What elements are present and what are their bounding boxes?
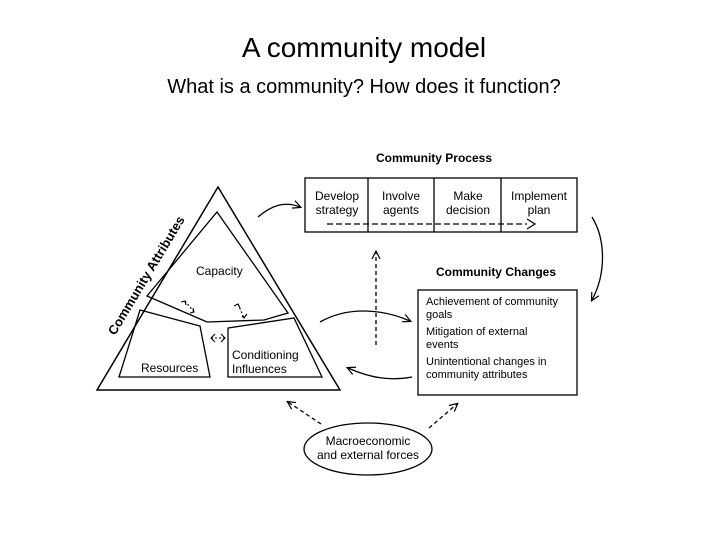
forces-to-attributes-arrow bbox=[288, 402, 322, 425]
page-subtitle: What is a community? How does it functio… bbox=[167, 76, 561, 98]
attributes-triangle: Capacity Resources Conditioning Influenc… bbox=[95, 185, 342, 391]
conditioning-label-1: Conditioning bbox=[232, 348, 299, 362]
forces-ellipse bbox=[303, 422, 433, 476]
community-changes-heading: Community Changes bbox=[436, 265, 556, 279]
changes-to-attributes-arrow bbox=[348, 368, 413, 380]
process-to-changes-arrow bbox=[592, 216, 604, 300]
process-step-involve-1: Involve bbox=[382, 189, 420, 203]
outer-triangle bbox=[95, 185, 342, 391]
attributes-to-changes-arrow bbox=[319, 310, 410, 323]
changes-box bbox=[417, 289, 578, 396]
change-item-1-line1: Achievement of community bbox=[426, 296, 559, 308]
page-title: A community model bbox=[241, 32, 487, 63]
change-item-1-line2: goals bbox=[426, 309, 453, 321]
capacity-resources-arrow bbox=[184, 300, 195, 313]
process-step-make-1: Make bbox=[453, 189, 483, 203]
external-forces: Macroeconomic and external forces bbox=[303, 422, 433, 476]
process-step-implement-1: Implement bbox=[511, 189, 568, 203]
process-step-make-2: decision bbox=[446, 203, 490, 217]
forces-to-changes-arrow bbox=[428, 404, 457, 429]
change-item-3-line1: Unintentional changes in bbox=[426, 356, 546, 368]
arrow-head-icon bbox=[220, 333, 226, 343]
arrow-head-icon bbox=[180, 300, 187, 306]
process-step-develop-1: Develop bbox=[315, 189, 359, 203]
change-item-3-line2: community attributes bbox=[426, 369, 528, 381]
community-process: Community Process Develop strategy Invol… bbox=[304, 151, 578, 233]
arrow-head-icon bbox=[210, 333, 216, 343]
resources-segment bbox=[118, 309, 211, 378]
conditioning-segment bbox=[227, 317, 324, 378]
process-step-involve-2: agents bbox=[383, 203, 419, 217]
community-changes: Community Changes Achievement of communi… bbox=[417, 265, 578, 396]
capacity-segment bbox=[145, 210, 290, 323]
attributes-to-process-arrow bbox=[257, 204, 300, 218]
forces-label-1: Macroeconomic bbox=[326, 434, 411, 448]
capacity-conditioning-arrow bbox=[237, 303, 245, 319]
resources-label: Resources bbox=[141, 361, 198, 375]
arrow-head-icon bbox=[526, 218, 537, 230]
process-step-develop-2: strategy bbox=[316, 203, 359, 217]
conditioning-label-2: Influences bbox=[232, 362, 287, 376]
segment-arrows bbox=[180, 300, 248, 343]
process-step-implement-2: plan bbox=[528, 203, 551, 217]
arrow-head-icon bbox=[233, 303, 241, 309]
forces-label-2: and external forces bbox=[317, 448, 419, 462]
flow-arrows bbox=[257, 204, 604, 429]
community-process-heading: Community Process bbox=[376, 151, 492, 165]
arrow-head-icon bbox=[241, 313, 248, 319]
process-box bbox=[304, 177, 578, 233]
capacity-label: Capacity bbox=[196, 264, 243, 278]
change-item-2-line2: events bbox=[426, 339, 459, 351]
change-item-2-line1: Mitigation of external bbox=[426, 326, 528, 338]
arrow-head-icon bbox=[189, 307, 195, 314]
